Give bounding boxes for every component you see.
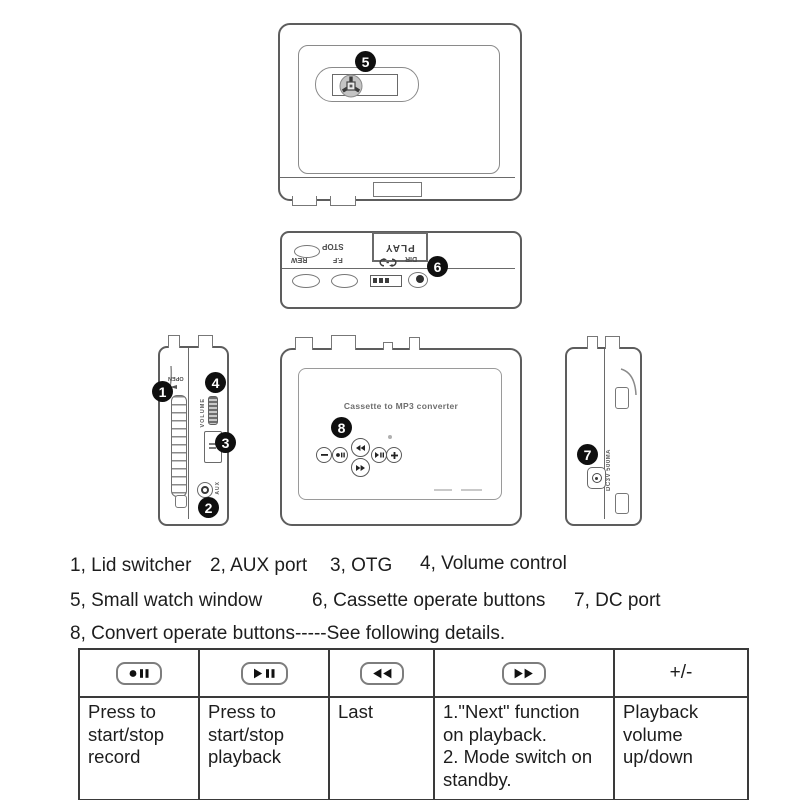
front-top-tab-1 [295, 337, 313, 350]
lid-switcher-tab [175, 495, 187, 508]
header-fast-forward-cell [433, 648, 615, 698]
dir-toggle-icon [408, 272, 428, 288]
rewind-icon [356, 444, 365, 451]
ff-button [331, 274, 358, 288]
play-label: PLAY [385, 241, 415, 253]
open-arrow-icon [170, 385, 177, 389]
rew-label: REW [291, 256, 308, 263]
cassette-reel-icon [339, 74, 363, 98]
caption-volume-control: 4, Volume control [420, 553, 567, 574]
caption-watch-window: 5, Small watch window [70, 590, 263, 611]
record-pause-icon [116, 661, 162, 685]
stop-label: STOP [322, 242, 344, 251]
ff-label: F.F [333, 256, 343, 263]
fast-forward-icon [502, 661, 546, 685]
rew-button [292, 274, 320, 288]
bottom-tab-2 [330, 196, 356, 206]
callout-badge-7: 7 [577, 444, 598, 465]
rewind-button [351, 438, 370, 457]
callout-badge-5: 5 [355, 51, 376, 72]
mode-slider-icon [370, 275, 402, 287]
hinge-tab-1 [615, 387, 629, 409]
caption-lid-switcher: 1, Lid switcher [70, 555, 192, 576]
rewind-icon [359, 661, 404, 685]
top-view-band-line [280, 177, 515, 178]
callout-badge-3: 3 [215, 432, 236, 453]
edge-divider [282, 268, 515, 269]
latch-tab [373, 182, 422, 197]
plus-minus-label: +/- [669, 662, 693, 683]
panel-fineprint-2 [461, 489, 482, 491]
callout-badge-2: 2 [198, 497, 219, 518]
record-button [332, 447, 348, 463]
open-label: OPEN [168, 375, 184, 381]
front-top-tab-2 [331, 335, 356, 350]
minus-button [316, 447, 332, 463]
lid-switcher-slider [171, 395, 187, 497]
forward-button [351, 458, 370, 477]
aux-jack [197, 482, 213, 498]
plus-icon [390, 451, 398, 459]
top-view-lid [298, 45, 500, 174]
record-pause-icon [335, 452, 345, 458]
caption-cassette-buttons: 6, Cassette operate buttons [312, 590, 546, 611]
cell-volume-desc: Playback volume up/down [613, 695, 749, 800]
fast-forward-icon [356, 464, 365, 471]
dc-port [587, 467, 606, 489]
right-side-view: DC3V 500MA [565, 336, 642, 526]
panel-fineprint-1 [434, 489, 452, 491]
table-header-row: +/- [78, 648, 749, 698]
front-top-tab-3 [383, 342, 393, 350]
callout-badge-4: 4 [205, 372, 226, 393]
button-details-table: +/- Press to start/stop record Press to … [78, 648, 749, 800]
cell-next-desc: 1."Next" function on playback. 2. Mode s… [433, 695, 615, 800]
left-top-tab-2 [198, 335, 213, 348]
right-top-tab-1 [587, 336, 598, 349]
header-play-pause-cell [198, 648, 330, 698]
left-panel-seam [188, 348, 189, 519]
cell-playback-desc: Press to start/stop playback [198, 695, 330, 800]
right-panel-seam [604, 349, 605, 519]
right-top-tab-2 [605, 336, 620, 349]
play-pause-button [371, 447, 387, 463]
header-plus-minus-cell: +/- [613, 648, 749, 698]
top-view [278, 23, 522, 206]
volume-wheel [208, 396, 218, 425]
front-panel [298, 368, 502, 500]
caption-otg: 3, OTG [330, 555, 393, 576]
callout-badge-8: 8 [331, 417, 352, 438]
header-rewind-cell [328, 648, 435, 698]
play-button: PLAY [372, 232, 428, 262]
front-top-tab-4 [409, 337, 420, 350]
play-pause-icon [374, 452, 384, 458]
direction-switch-icon [379, 258, 397, 267]
cell-last-desc: Last [328, 695, 435, 800]
cell-record-desc: Press to start/stop record [78, 695, 200, 800]
dir-label: DIR [405, 255, 418, 262]
volume-label: VOLUME [200, 398, 206, 428]
play-pause-icon [240, 661, 288, 685]
minus-icon [320, 454, 328, 456]
bottom-tab-1 [292, 196, 317, 206]
callout-badge-6: 6 [427, 256, 448, 277]
dc-rating-label: DC3V 500MA [606, 449, 612, 492]
header-record-cell [78, 648, 200, 698]
callout-badge-1: 1 [152, 381, 173, 402]
caption-dc-port: 7, DC port [574, 590, 661, 611]
left-top-tab-1 [168, 335, 180, 348]
caption-aux-port: 2, AUX port [210, 555, 308, 576]
plus-button [386, 447, 402, 463]
caption-convert-buttons: 8, Convert operate buttons-----See follo… [70, 623, 506, 644]
bottom-edge-view: STOP PLAY REW F.F DIR [280, 231, 522, 309]
table-body-row: Press to start/stop record Press to star… [78, 695, 749, 800]
aux-label: AUX [215, 481, 221, 495]
product-title: Cassette to MP3 converter [343, 401, 459, 411]
hinge-tab-2 [615, 493, 629, 514]
front-view: Cassette to MP3 converter [280, 335, 522, 526]
door-corner-curve [620, 368, 637, 396]
stop-button [294, 245, 320, 258]
led-indicator [388, 435, 392, 439]
